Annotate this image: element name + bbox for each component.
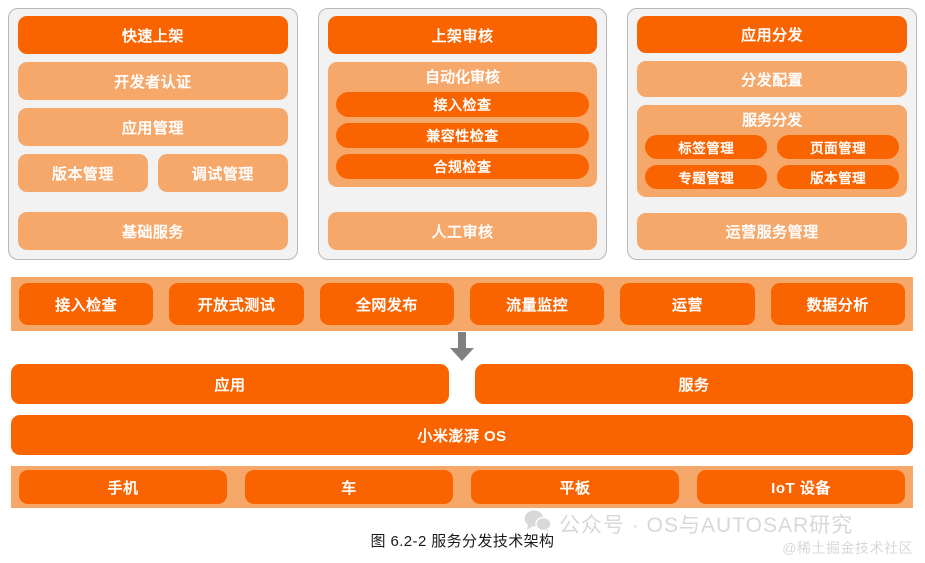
app-service-row: 应用 服务 [11,364,913,404]
column-header-fast-listing: 快速上架 [18,16,288,54]
node-tag-management: 标签管理 [645,135,768,160]
capability-data-analysis: 数据分析 [770,283,905,325]
group-service-distribution: 服务分发 标签管理 页面管理 专题管理 版本管理 [637,105,908,198]
node-compatibility-check: 兼容性检查 [335,123,590,148]
devices-band: 手机 车 平板 IoT 设备 [11,466,913,508]
node-app-management: 应用管理 [18,108,288,146]
column-listing-review: 上架审核 自动化审核 接入检查 兼容性检查 合规检查 人工审核 [317,8,608,260]
node-developer-certification: 开发者认证 [18,62,288,100]
column-spacer [18,200,288,204]
device-iot: IoT 设备 [697,470,905,504]
node-access-check: 接入检查 [335,92,590,117]
split-row-version-debug: 版本管理 调试管理 [18,154,288,192]
node-version-management-dist: 版本管理 [777,165,900,190]
capability-full-network-release: 全网发布 [319,283,454,325]
figure-caption: 图 6.2-2 服务分发技术架构 [370,533,555,550]
column-header-listing-review: 上架审核 [327,16,598,54]
column-header-app-distribution: 应用分发 [637,16,908,53]
node-basic-services: 基础服务 [18,212,288,250]
node-operation-service-management: 运营服务管理 [637,213,908,251]
column-spacer [328,195,598,204]
layer-application: 应用 [11,364,449,404]
group-automated-review: 自动化审核 接入检查 兼容性检查 合规检查 [327,62,598,187]
column-fast-listing: 快速上架 开发者认证 应用管理 版本管理 调试管理 基础服务 [8,8,298,260]
layer-service: 服务 [475,364,913,404]
top-columns: 快速上架 开发者认证 应用管理 版本管理 调试管理 基础服务 上架审核 自动化审… [8,8,918,260]
capability-open-testing: 开放式测试 [169,283,304,325]
column-app-distribution: 应用分发 分发配置 服务分发 标签管理 页面管理 专题管理 版本管理 运营服务管… [627,8,918,260]
node-topic-management: 专题管理 [645,165,768,190]
device-phone: 手机 [19,470,227,504]
node-compliance-check: 合规检查 [335,154,590,179]
node-manual-review: 人工审核 [327,212,598,250]
layer-os: 小米澎湃 OS [11,415,913,455]
group-title-service-distribution: 服务分发 [742,112,803,130]
capabilities-band: 接入检查 开放式测试 全网发布 流量监控 运营 数据分析 [11,277,913,331]
node-debug-management: 调试管理 [157,154,288,192]
group-title-automated-review: 自动化审核 [425,69,501,86]
device-tablet: 平板 [471,470,679,504]
node-version-management: 版本管理 [18,154,148,192]
capability-access-check: 接入检查 [19,283,154,325]
arrow-down-icon [449,332,475,362]
group-grid-service-distribution: 标签管理 页面管理 专题管理 版本管理 [645,135,900,190]
node-distribution-config: 分发配置 [637,60,908,98]
node-page-management: 页面管理 [777,135,900,160]
capability-traffic-monitoring: 流量监控 [469,283,605,325]
device-car: 车 [245,470,453,504]
capability-operations: 运营 [620,283,755,325]
